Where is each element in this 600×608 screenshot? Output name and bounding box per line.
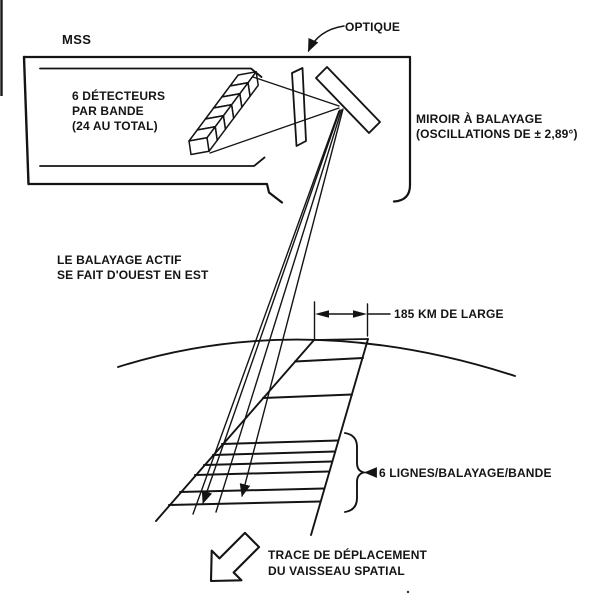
ground-track-label-line2: DU VAISSEAU SPATIAL bbox=[268, 564, 405, 578]
ground-beam bbox=[215, 109, 343, 513]
ground-track-label: TRACE DE DÉPLACEMENT DU VAISSEAU SPATIAL bbox=[268, 547, 428, 578]
spacecraft-track-arrow bbox=[209, 531, 261, 583]
detector-array bbox=[188, 71, 259, 156]
detector-rays bbox=[209, 76, 340, 154]
scan-dot-artifact bbox=[406, 590, 410, 594]
ground-beam bbox=[192, 110, 340, 515]
mss-label: MSS bbox=[62, 32, 91, 47]
ground-swath bbox=[155, 338, 369, 536]
scan-line bbox=[194, 470, 330, 476]
mirror-label-line2: (OSCILLATIONS DE ± 2,89°) bbox=[416, 127, 578, 141]
scan-line bbox=[168, 500, 321, 506]
brace-curve bbox=[344, 432, 365, 513]
optique-label: OPTIQUE bbox=[345, 20, 400, 34]
detectors-label-line3: (24 AU TOTAL) bbox=[72, 119, 158, 133]
detector-cube-face bbox=[188, 137, 210, 156]
scan-lines bbox=[168, 357, 364, 506]
housing-left-edge bbox=[22, 55, 30, 186]
scan-direction-label-line1: LE BALAYAGE ACTIF bbox=[57, 253, 182, 267]
telescope-tube-top-line bbox=[39, 67, 263, 78]
scan-direction-label-line2: SE FAIT D'OUEST EN EST bbox=[57, 268, 209, 282]
detector-ray bbox=[252, 76, 340, 107]
detectors-label-line1: 6 DÉTECTEURS bbox=[72, 88, 165, 103]
housing-bottom-edge bbox=[27, 182, 284, 204]
swath-width-dimension bbox=[313, 301, 391, 340]
scan-direction-label: LE BALAYAGE ACTIF SE FAIT D'OUEST EN EST bbox=[57, 253, 209, 282]
dimension-arrowhead-right bbox=[353, 310, 367, 318]
scan-lines-brace bbox=[344, 432, 377, 513]
mirror-label: MIROIR À BALAYAGE (OSCILLATIONS DE ± 2,8… bbox=[416, 111, 578, 141]
detectors-label-line2: PAR BANDE bbox=[72, 104, 144, 118]
swath-width-label: 185 KM DE LARGE bbox=[394, 307, 504, 321]
detectors-label: 6 DÉTECTEURS PAR BANDE (24 AU TOTAL) bbox=[72, 88, 165, 133]
lines-per-scan-label: 6 LIGNES/BALAYAGE/BANDE bbox=[379, 466, 552, 480]
scan-line bbox=[294, 357, 364, 363]
mss-housing bbox=[22, 55, 412, 204]
scan-line bbox=[262, 393, 353, 399]
earth-horizon-arc bbox=[117, 338, 516, 377]
ground-beam bbox=[239, 108, 344, 498]
detector-ray bbox=[209, 107, 340, 154]
scan-line bbox=[212, 450, 336, 456]
swath-right-edge bbox=[310, 338, 369, 536]
housing-right-edge bbox=[392, 55, 412, 203]
swath-top-edge bbox=[313, 338, 369, 341]
optics-element bbox=[291, 67, 307, 147]
optics-leader-arrow bbox=[307, 25, 345, 52]
dimension-arrowhead-left bbox=[315, 310, 329, 318]
scan-line bbox=[179, 487, 325, 493]
mirror-label-line1: MIROIR À BALAYAGE bbox=[416, 111, 542, 126]
scan-line bbox=[203, 460, 333, 466]
ground-track-label-line1: TRACE DE DÉPLACEMENT bbox=[268, 547, 428, 562]
scan-mirror bbox=[315, 66, 381, 134]
scan-line bbox=[221, 439, 339, 445]
ground-beam bbox=[201, 109, 341, 505]
swath-left-edge bbox=[155, 339, 315, 522]
ground-beams bbox=[192, 108, 344, 515]
telescope-tube-bottom-line bbox=[39, 156, 266, 167]
block-arrow-shape bbox=[209, 531, 261, 583]
